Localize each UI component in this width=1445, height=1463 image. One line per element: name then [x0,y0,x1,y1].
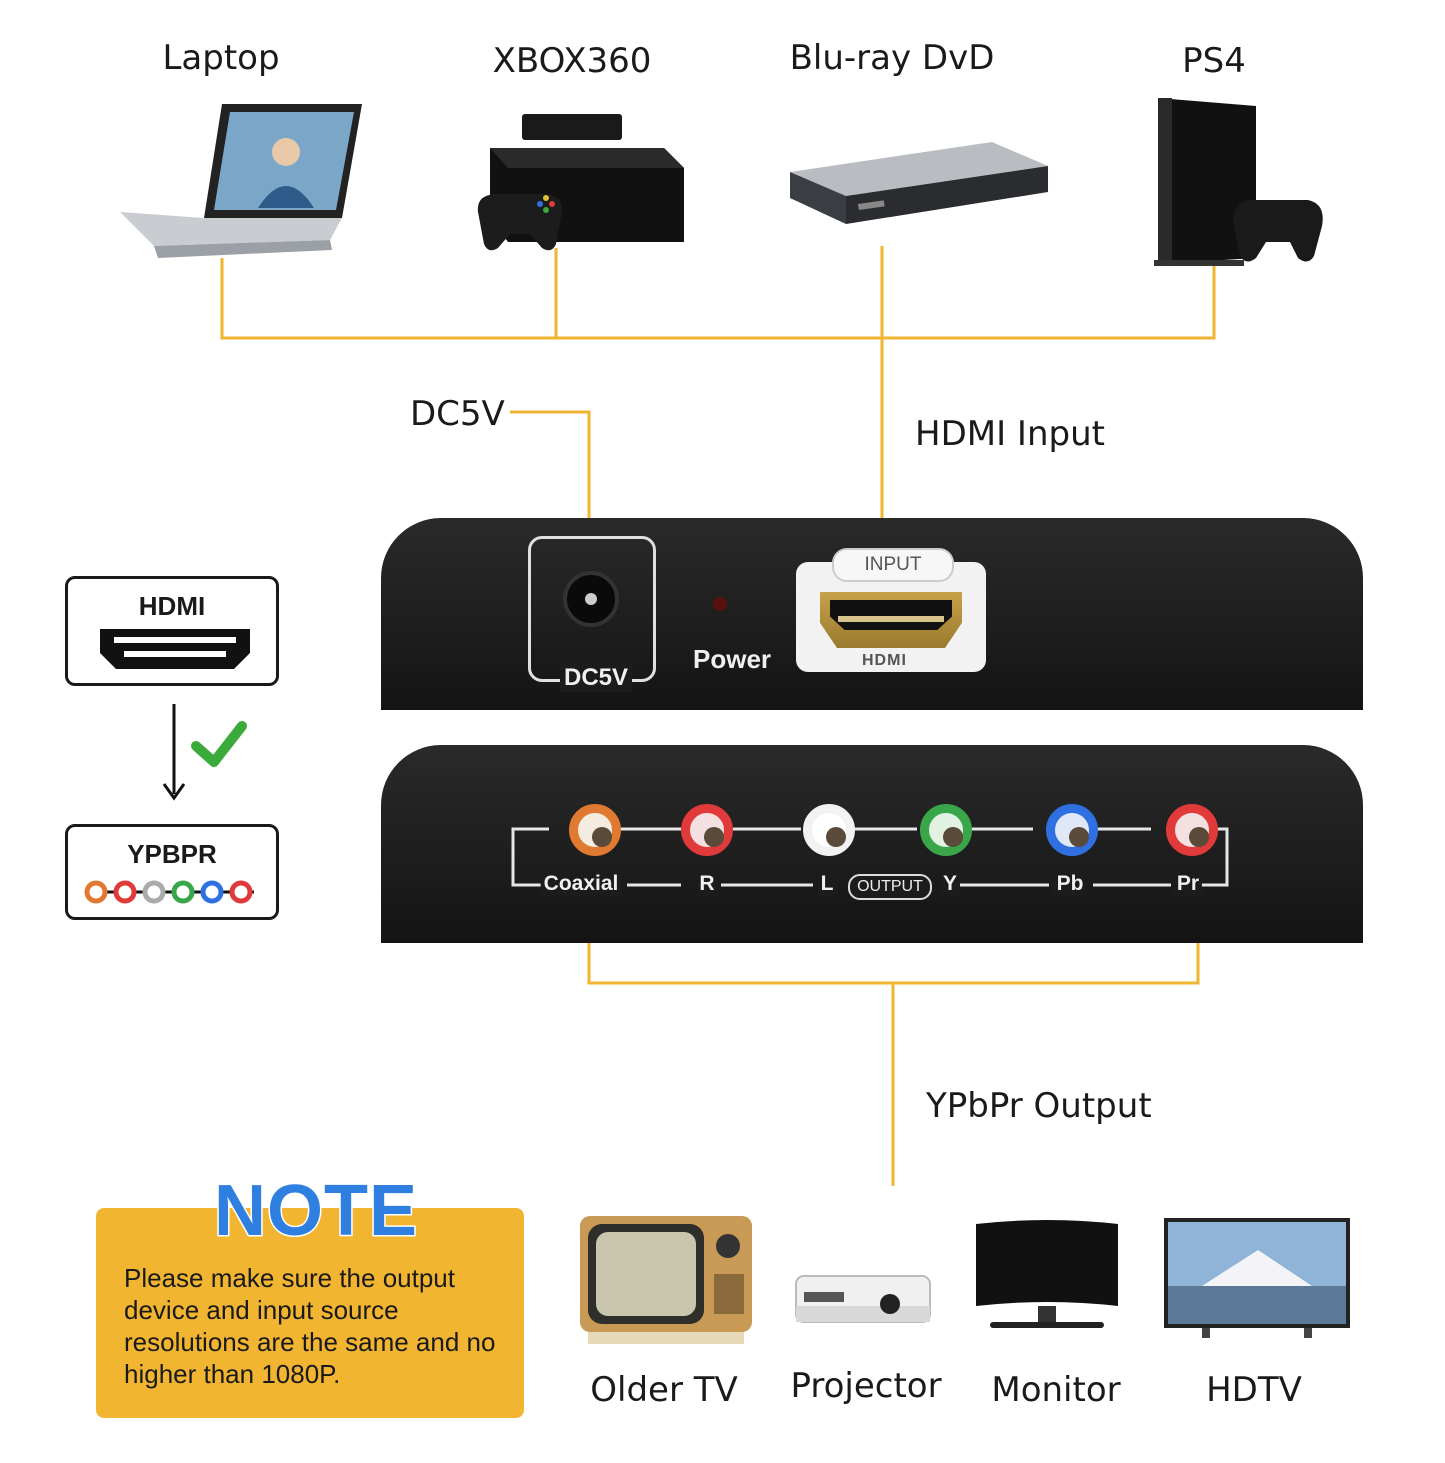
hdmi-port-pins [838,616,944,622]
hdmi-card-title: HDMI [138,591,206,621]
ps4-console-icon [1154,98,1323,266]
rca-jack-l [803,804,855,856]
rca-jack-r [681,804,733,856]
display-label-projector: Projector [790,1366,942,1406]
check-icon [191,721,247,767]
power-led [713,597,727,611]
bluray-player-icon [790,142,1048,224]
rca-jack-y [920,804,972,856]
rca-jacks-icon [84,880,254,904]
jack-label-l: L [817,872,837,896]
power-label: Power [693,644,772,674]
hdmi-port-label: HDMI [862,652,907,669]
note-box [96,1208,524,1418]
hdmi-card: HDMI [65,576,279,686]
ypbpr-card-title: YPBPR [127,839,217,869]
jack-label-y: Y [939,872,961,896]
conversion-arrow-icon [162,704,247,801]
source-label-laptop: Laptop [162,38,280,78]
hdmi-connector-icon [100,629,250,669]
hdtv-icon [1164,1218,1350,1338]
jack-label-r: R [696,872,718,896]
rca-jack-coaxial [569,804,621,856]
rca-jack-pr [1166,804,1218,856]
source-label-ps4: PS4 [1182,41,1246,81]
jack-label-pr: Pr [1173,872,1203,896]
monitor-icon [976,1220,1118,1328]
callout-hdmi-input: HDMI Input [915,414,1105,454]
hdmi-input-tab: INPUT [832,548,954,582]
old-tv-icon [580,1216,752,1344]
note-text: Please make sure the output device and i… [124,1263,496,1389]
callout-dc5v: DC5V [410,394,505,434]
jack-label-coaxial: Coaxial [540,872,622,896]
display-label-monitor: Monitor [991,1370,1121,1410]
ypbpr-card: YPBPR [65,824,279,920]
note-title: NOTE [212,1170,419,1253]
output-pill: OUTPUT [848,874,932,900]
output-port-frame-lines [511,827,1229,887]
projector-icon [795,1275,931,1323]
display-label-older-tv: Older TV [590,1370,738,1410]
source-label-bluray: Blu-ray DvD [789,38,995,78]
dc-power-pin [585,593,597,605]
rca-jack-pb [1046,804,1098,856]
callout-ypbpr-output: YPbPr Output [926,1086,1152,1126]
jack-label-pb: Pb [1053,872,1087,896]
dc-port-label: DC5V [560,664,633,692]
game-console-icon [477,114,684,251]
source-label-xbox: XBOX360 [492,41,652,81]
hdmi-port-cavity [830,600,952,630]
display-label-hdtv: HDTV [1206,1370,1302,1410]
laptop-icon [120,104,362,258]
